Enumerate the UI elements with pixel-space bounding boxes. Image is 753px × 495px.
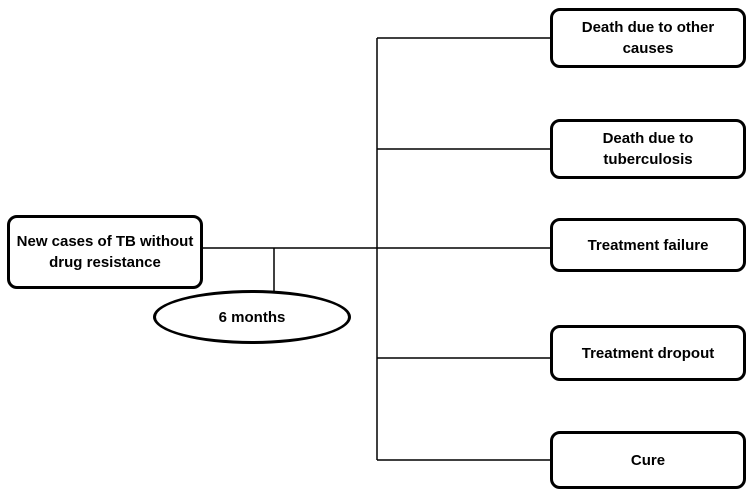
outcome-node-treatment-failure: Treatment failure: [550, 218, 746, 272]
source-node-label: New cases of TB without drug resistance: [16, 233, 194, 271]
outcome-label: Cure: [630, 451, 666, 469]
duration-ellipse: 6 months: [153, 290, 351, 344]
outcome-label: Death due to tuberculosis: [602, 130, 694, 168]
outcome-node-treatment-dropout: Treatment dropout: [550, 325, 746, 381]
duration-label: 6 months: [218, 308, 286, 326]
outcome-label: Death due to other causes: [581, 19, 715, 57]
outcome-node-cure: Cure: [550, 431, 746, 489]
source-node: New cases of TB without drug resistance: [7, 215, 203, 289]
outcome-node-death-tb: Death due to tuberculosis: [550, 119, 746, 179]
outcome-node-death-other: Death due to other causes: [550, 8, 746, 68]
outcome-label: Treatment dropout: [581, 344, 715, 362]
outcome-label: Treatment failure: [587, 236, 709, 254]
